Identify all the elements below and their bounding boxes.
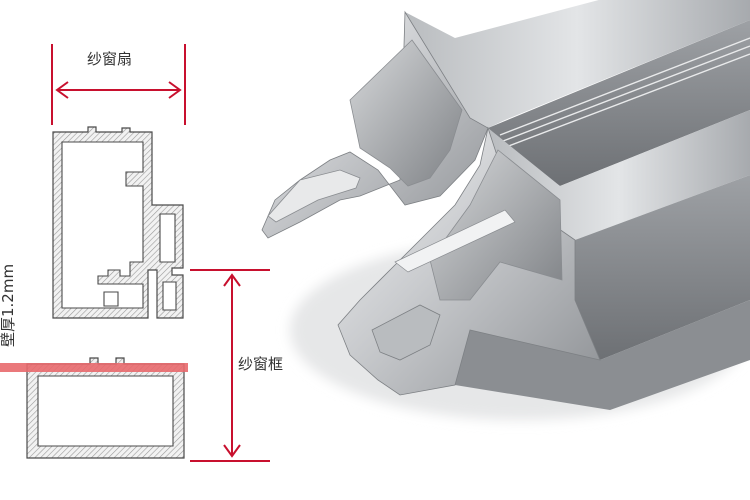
sash-profile-section (52, 126, 184, 319)
sash-bar-groove (499, 37, 750, 148)
sash-miter-chamber (349, 39, 463, 187)
frame-profile-chamber (37, 375, 174, 447)
frame-bar-lower (455, 300, 750, 410)
frame-miter-rail (394, 209, 516, 273)
sash-miter-lip (267, 169, 361, 223)
frame-miter-slot (371, 304, 441, 361)
frame-profile-section (26, 357, 185, 459)
frame-label: 纱窗框 (238, 355, 284, 373)
sash-label: 纱窗扇 (87, 50, 133, 68)
sash-bar-face (488, 20, 750, 186)
sash-dimension (51, 44, 186, 125)
sash-profile-lower-slot (103, 281, 177, 311)
sash-profile-chamber (61, 141, 144, 309)
sash-profile-inner-slot (159, 213, 176, 263)
wall-thickness-highlight (0, 363, 188, 372)
frame-bar-face (575, 175, 750, 360)
sash-bar-top (405, 0, 750, 128)
wall-thickness-label: 壁厚1.2mm (0, 263, 17, 347)
profile-3d-render (261, 0, 750, 420)
frame-dimension (190, 269, 270, 462)
